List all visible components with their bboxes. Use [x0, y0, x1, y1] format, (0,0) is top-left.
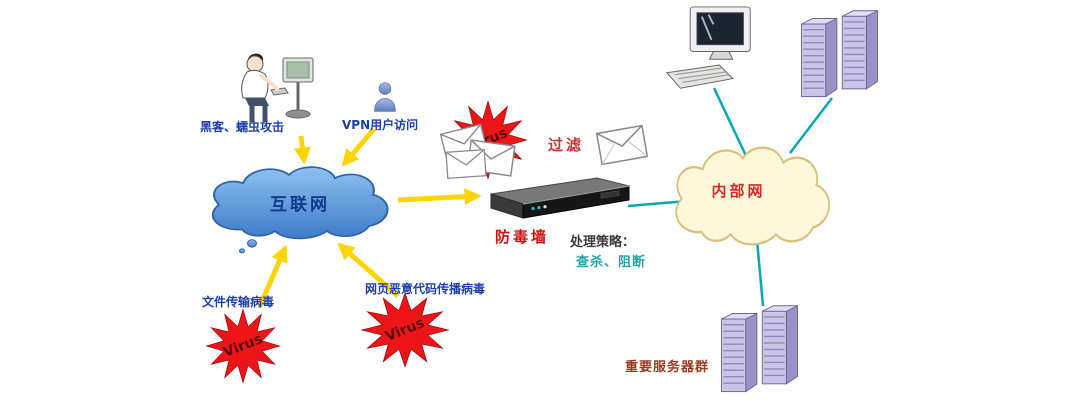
- line-intranet-to-computer: [712, 87, 750, 161]
- hacker-icon: [225, 44, 320, 134]
- desktop-computer-icon: [665, 5, 757, 97]
- firewall-appliance-icon: [485, 172, 633, 228]
- virus-burst-bottom-middle-icon: Virus: [360, 292, 450, 368]
- firewall-label: 防毒墙: [495, 228, 550, 246]
- line-intranet-to-bottom-servers: [755, 239, 765, 307]
- arrow-internet-to-firewall: [397, 188, 482, 206]
- intranet-cloud-label: 内部网: [711, 181, 766, 200]
- arrow-hacker-to-internet: [293, 135, 311, 165]
- arrow-vpn-to-internet: [341, 127, 376, 167]
- line-firewall-to-intranet: [627, 199, 689, 208]
- envelope-icon: [445, 148, 487, 180]
- arrow-filevirus-to-internet: [257, 244, 288, 307]
- policy-actions-label: 查杀、阻断: [576, 255, 647, 270]
- arrow-webvirus-to-internet: [337, 242, 400, 298]
- internet-cloud: 互联网: [200, 160, 400, 255]
- line-intranet-to-top-servers: [789, 97, 833, 154]
- filter-label: 过滤: [548, 136, 585, 154]
- hacker-attack-label: 黑客、蠕虫攻击: [200, 120, 285, 134]
- policy-title-label: 处理策略：: [570, 235, 636, 250]
- file-transfer-virus-label: 文件传输病毒: [202, 295, 275, 309]
- web-malicious-code-label: 网页恶意代码传播病毒: [365, 282, 486, 296]
- server-group-label: 重要服务器群: [625, 360, 710, 375]
- envelope-icon: [595, 124, 649, 166]
- intranet-cloud: 内部网: [665, 138, 840, 250]
- internet-cloud-shape: [211, 166, 389, 254]
- vpn-user-icon: [372, 80, 398, 114]
- server-tower-group-top-icon: [795, 5, 887, 107]
- virus-burst-bottom-left-icon: Virus: [202, 308, 284, 384]
- server-tower-group-bottom-icon: [715, 300, 807, 402]
- internet-cloud-label: 互联网: [270, 195, 330, 215]
- vpn-user-label: VPN用户访问: [342, 118, 419, 132]
- intranet-cloud-shape: [675, 146, 830, 246]
